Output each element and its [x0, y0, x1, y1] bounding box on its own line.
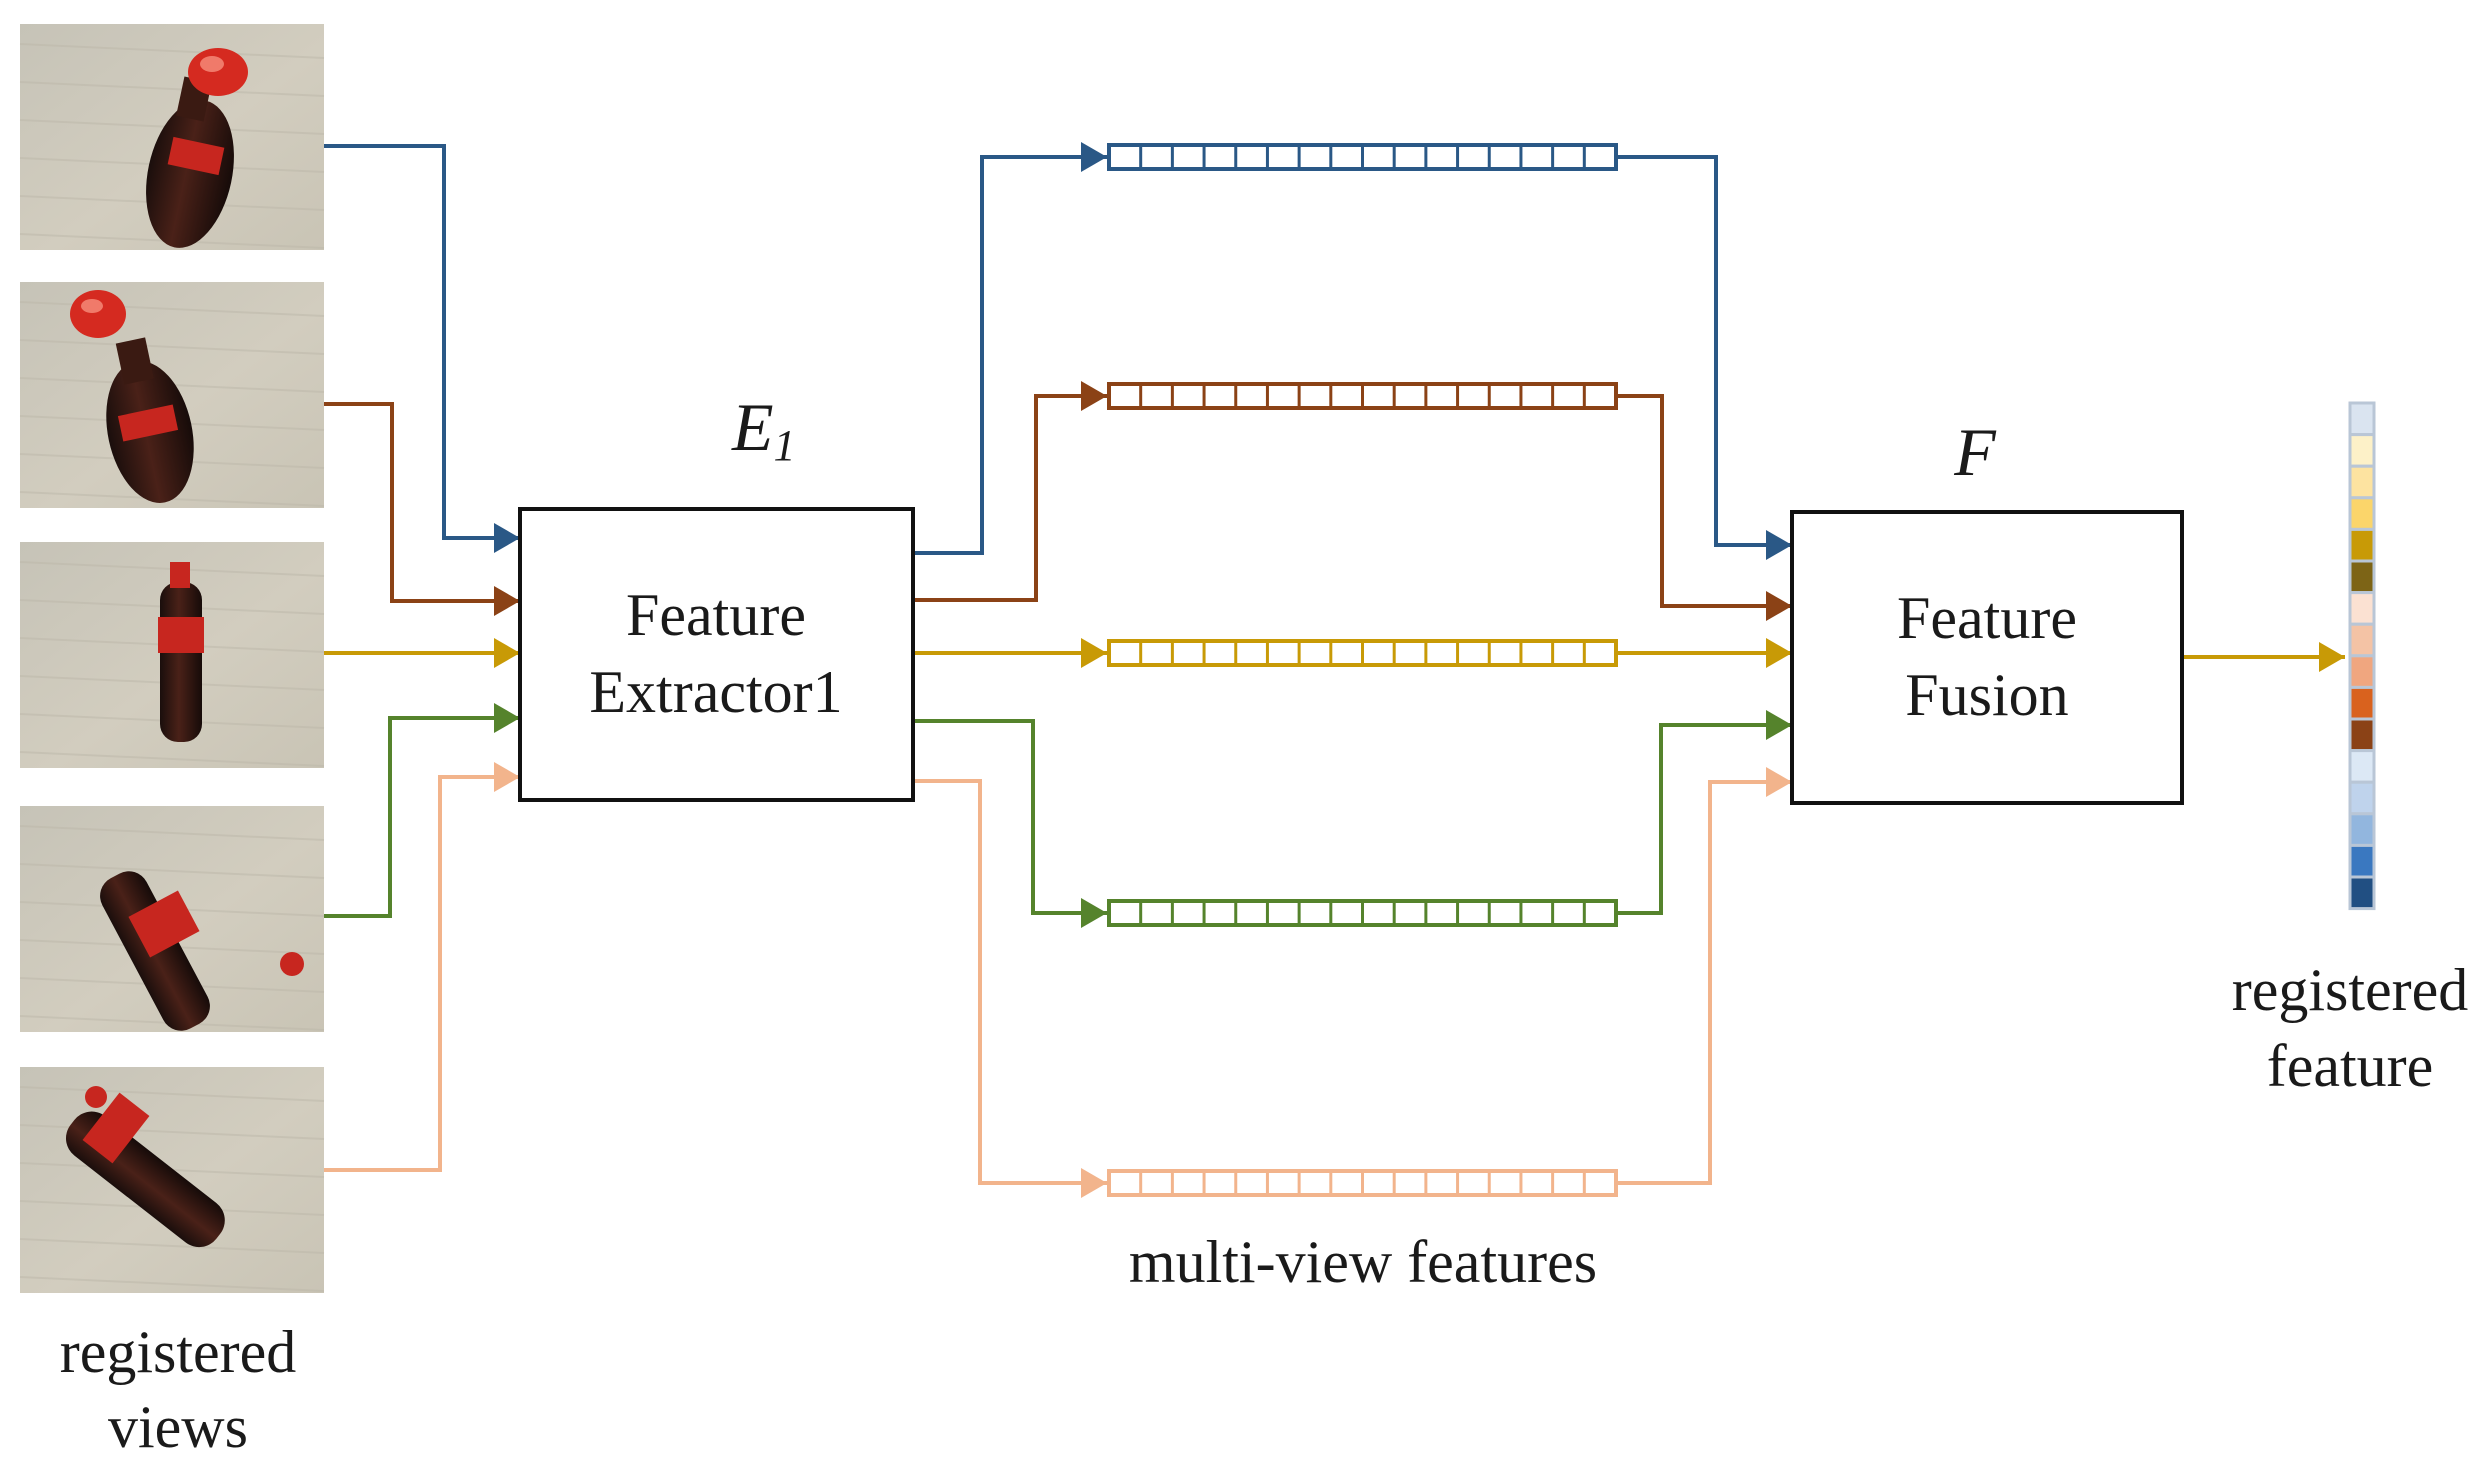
arrowhead [1766, 638, 1792, 668]
fusion-symbol: F [1953, 414, 1997, 490]
bottle-image [65, 1086, 225, 1248]
output-feature-cell-14 [2348, 812, 2376, 847]
feature-vector-2 [1107, 382, 1618, 410]
feature-fusion-label-line2: Fusion [1905, 662, 2068, 728]
arrowhead [1081, 638, 1107, 668]
output-feature-cell-4 [2348, 496, 2376, 531]
arrowhead [494, 638, 520, 668]
view-to-extractor-line-5 [324, 775, 520, 1172]
arrowhead [1081, 142, 1107, 172]
feature-vector-3 [1107, 639, 1618, 667]
extractor-to-feature-line-2 [913, 394, 1107, 602]
feature-extractor-box [518, 507, 915, 802]
arrowhead [1081, 381, 1107, 411]
arrowhead [1081, 1168, 1107, 1198]
output-feature-cell-12 [2348, 749, 2376, 784]
view-thumbnail-3 [19, 542, 325, 768]
bottle-image [70, 290, 194, 503]
feature-vector-5 [1107, 1169, 1618, 1197]
output-feature-cell-9 [2348, 654, 2376, 689]
extractor-to-feature-line-4 [913, 719, 1107, 915]
feature-vector-1 [1107, 143, 1618, 171]
output-feature-cell-13 [2348, 780, 2376, 816]
output-feature-cell-10 [2348, 685, 2376, 721]
view-to-extractor-line-1 [324, 144, 520, 540]
feature-to-fusion-line-2 [1616, 394, 1792, 608]
view-thumbnail-4 [19, 806, 325, 1032]
output-feature-cell-11 [2348, 717, 2376, 753]
output-feature-cell-2 [2348, 433, 2376, 468]
views-caption-line2: views [108, 1394, 248, 1460]
registered-feature-vector [2348, 401, 2376, 911]
output-feature-cell-7 [2348, 591, 2376, 626]
feature-extractor-label-line2: Extractor1 [589, 659, 842, 725]
feature-vector-4 [1107, 899, 1618, 927]
feature-fusion-box [1790, 510, 2184, 805]
output-feature-cell-6 [2348, 559, 2376, 595]
feature-to-fusion-line-4 [1616, 723, 1792, 915]
bottle-image [146, 48, 248, 248]
arrowhead [1766, 710, 1792, 740]
arrowhead [494, 703, 520, 733]
arrowhead [1766, 767, 1792, 797]
bottle-image [158, 562, 204, 742]
feature-to-fusion-line-5 [1616, 780, 1792, 1185]
arrowhead [494, 523, 520, 553]
view-to-extractor-line-2 [324, 402, 520, 603]
view-thumbnail-5 [19, 1067, 325, 1293]
output-feature-cell-1 [2348, 401, 2376, 437]
connector-lines [324, 142, 2345, 1198]
feature-to-fusion-line-1 [1616, 155, 1792, 547]
extractor-to-feature-line-1 [913, 155, 1107, 555]
view-to-extractor-line-4 [324, 716, 520, 918]
extractor-to-feature-line-5 [913, 779, 1107, 1185]
view-thumbnail-2 [19, 282, 325, 508]
arrowhead [494, 586, 520, 616]
feature-extractor-label-line1: Feature [626, 582, 806, 648]
bottle-image [100, 871, 304, 1031]
view-thumbnail-1 [19, 24, 325, 250]
output-feature-cell-15 [2348, 843, 2376, 879]
arrowhead [1081, 898, 1107, 928]
feature-fusion-label-line1: Feature [1897, 585, 2077, 651]
feature-fusion-block: Feature Fusion F [1790, 414, 2184, 805]
output-feature-cell-3 [2348, 464, 2376, 500]
multi-view-feature-vectors [1107, 143, 1618, 1197]
output-caption-line2: feature [2267, 1033, 2434, 1099]
views-caption-line1: registered [60, 1319, 297, 1385]
output-feature-cell-5 [2348, 527, 2376, 563]
output-feature-cell-8 [2348, 622, 2376, 658]
features-caption: multi-view features [1129, 1229, 1597, 1295]
output-caption-line1: registered [2232, 957, 2469, 1023]
arrowhead [1766, 591, 1792, 621]
encoder-symbol: E1 [731, 389, 796, 470]
arrowhead [1766, 530, 1792, 560]
output-feature-cell-16 [2348, 875, 2376, 911]
arrowhead [494, 762, 520, 792]
feature-extractor-block: Feature Extractor1 E1 [518, 389, 915, 802]
registered-views [19, 24, 325, 1293]
arrowhead [2319, 642, 2345, 672]
